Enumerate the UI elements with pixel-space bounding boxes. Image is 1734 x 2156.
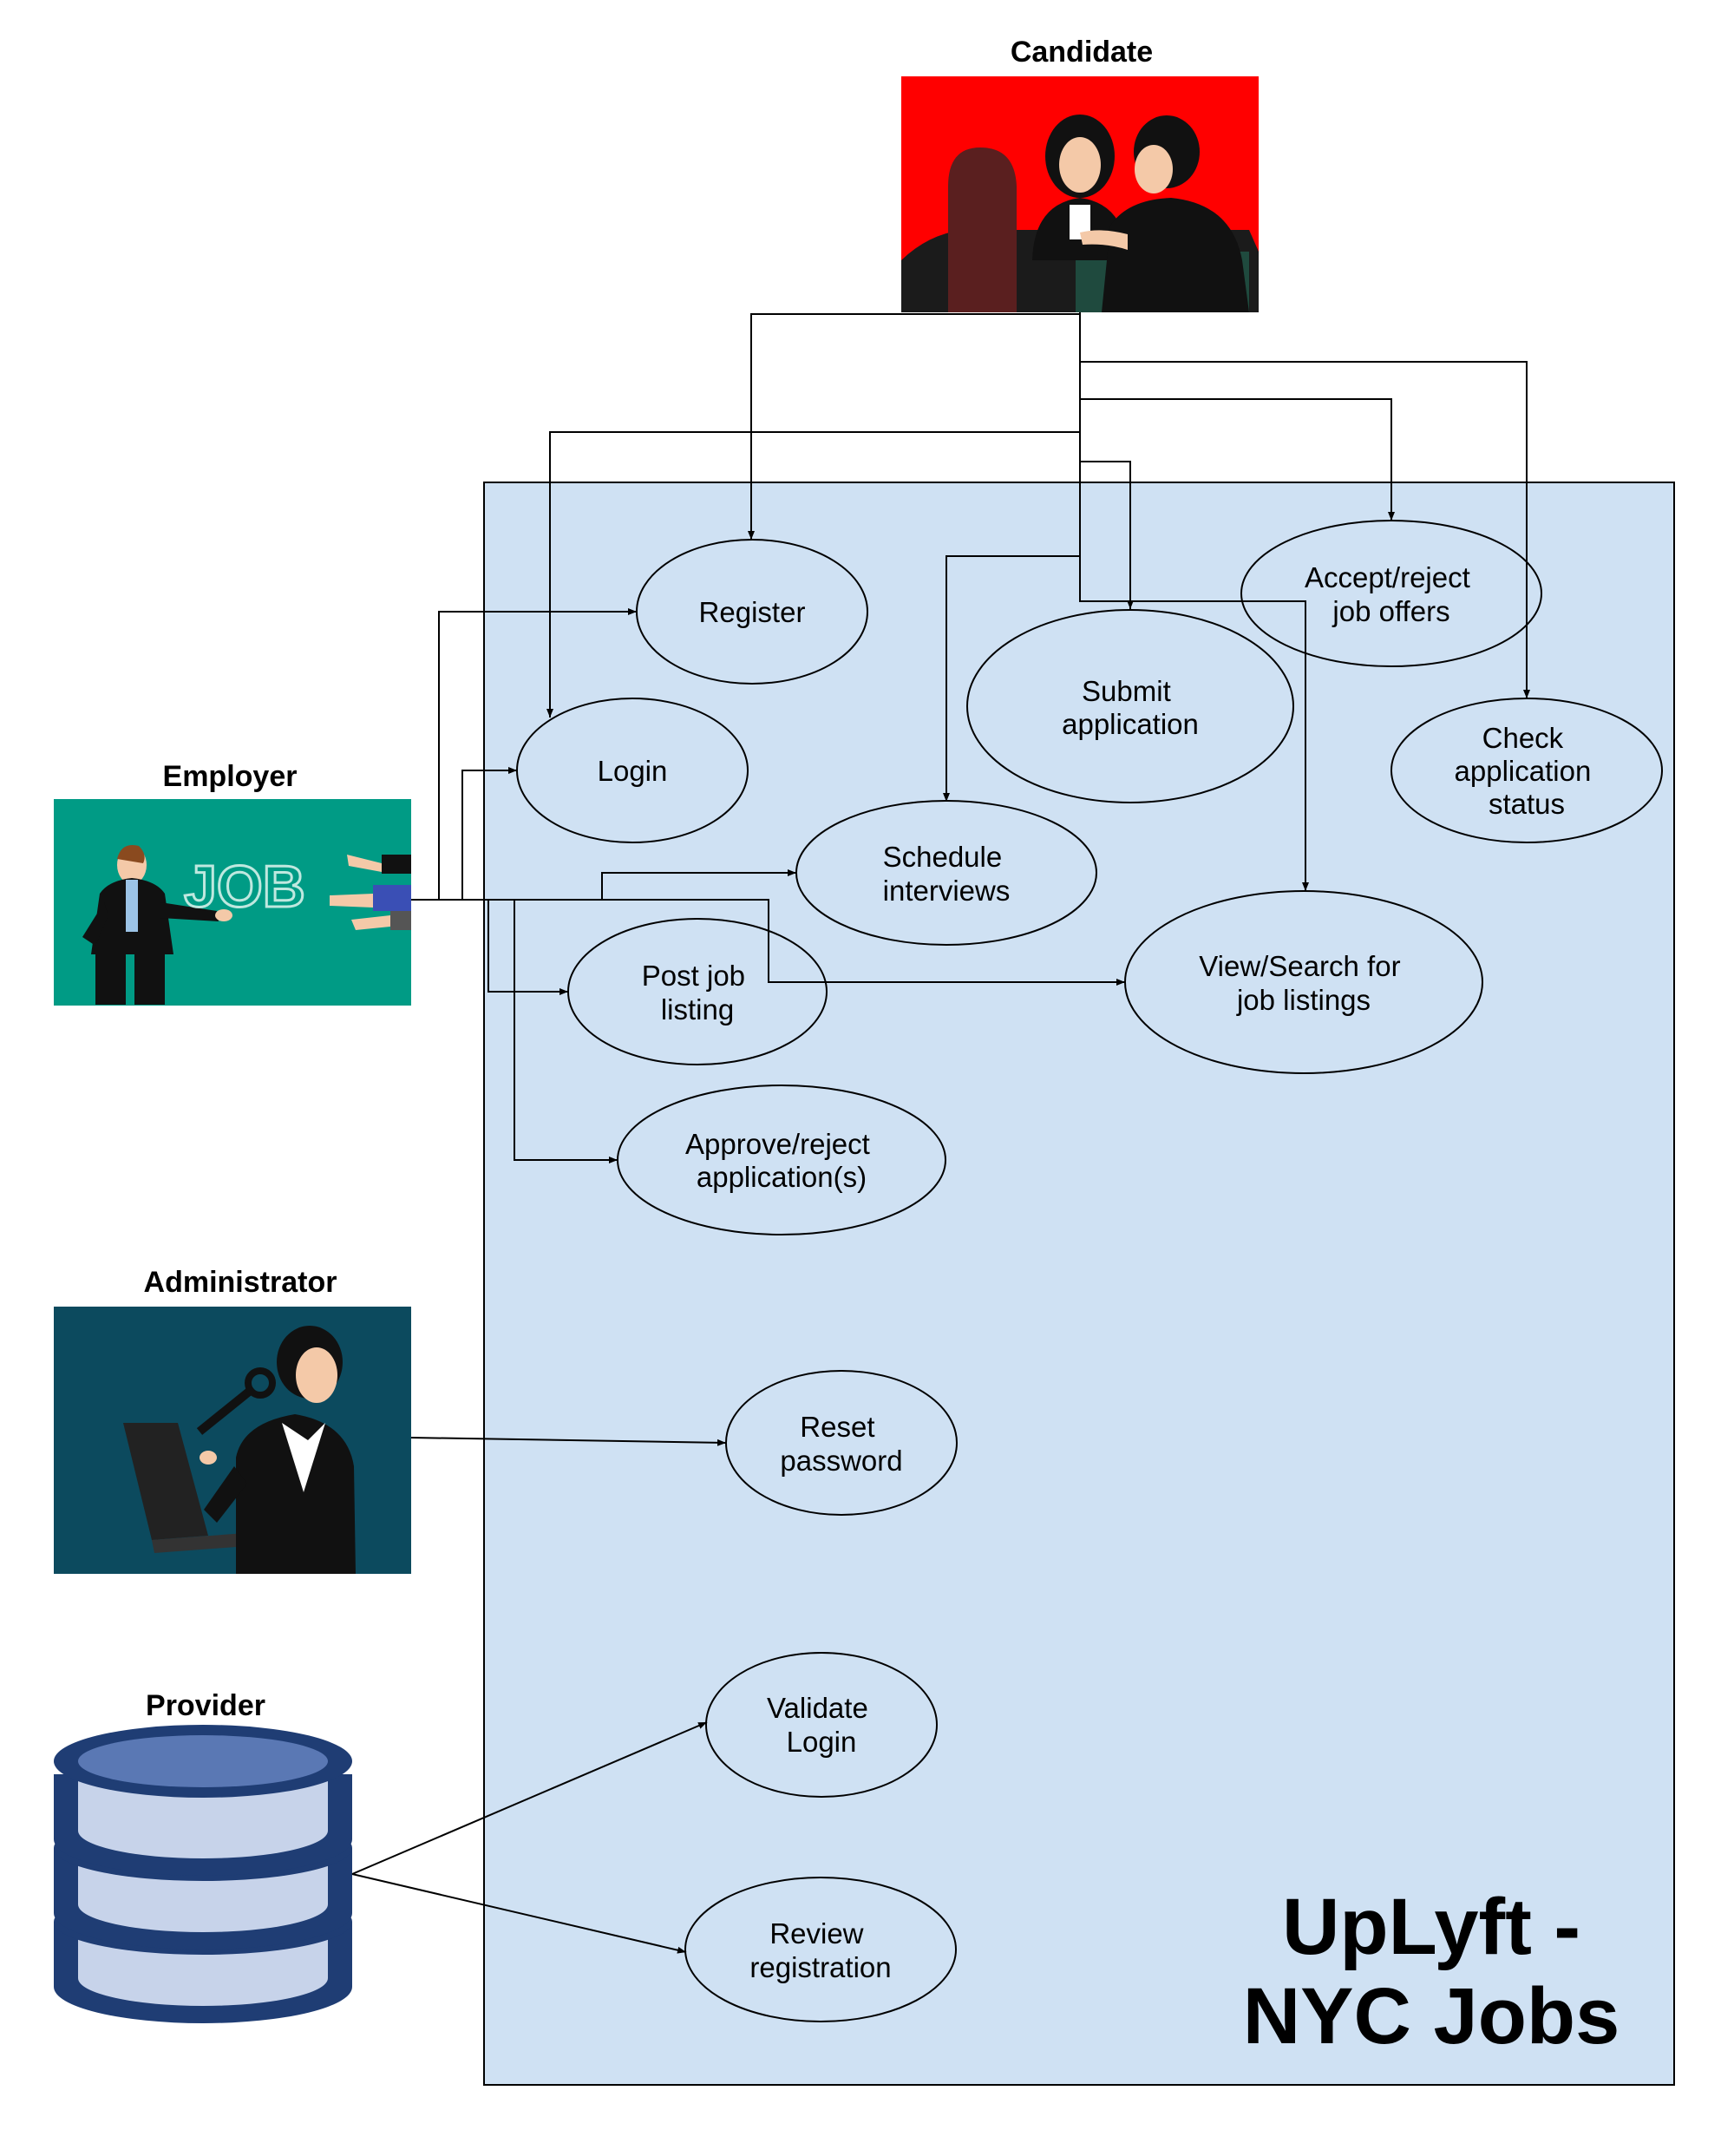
use-case-label: Login <box>787 1726 857 1758</box>
actor-employer-label: Employer <box>163 760 298 793</box>
use-case-register[interactable]: Register <box>636 539 868 685</box>
use-case-post-job-listing[interactable]: Post job listing <box>567 918 828 1065</box>
svg-text:Review registration: Review registration <box>749 1917 891 1983</box>
assoc-employer-approve <box>411 899 618 1163</box>
actor-administrator[interactable]: Administrator <box>54 1266 411 1574</box>
use-case-label: interviews <box>883 875 1011 907</box>
use-case-label: Validate <box>767 1692 868 1724</box>
use-case-login[interactable]: Login <box>516 698 749 843</box>
use-case-view-search-listings[interactable]: View/Search for job listings <box>1124 890 1483 1074</box>
svg-text:Accept/reject job offers: Accept/reject job offers <box>1305 561 1478 627</box>
use-case-approve-reject-applications[interactable]: Approve/reject application(s) <box>617 1085 946 1235</box>
use-case-label: Login <box>598 755 668 787</box>
assoc-provider-review <box>351 1873 687 1954</box>
assoc-employer-view <box>411 899 1125 986</box>
svg-text:Submit application: Submit application <box>1062 675 1199 740</box>
svg-text:Login: Login <box>598 755 668 787</box>
use-case-label: application <box>1455 755 1592 787</box>
use-case-check-status[interactable]: Check application status <box>1390 698 1663 843</box>
use-case-label: Schedule <box>883 841 1003 873</box>
use-case-label: status <box>1489 788 1565 820</box>
svg-text:Register: Register <box>699 596 806 628</box>
use-case-schedule-interviews[interactable]: Schedule interviews <box>795 800 1097 946</box>
svg-text:Check application: Check application status <box>1455 722 1600 820</box>
use-case-label: Post job <box>642 960 745 992</box>
actor-provider[interactable]: Provider <box>54 1689 352 2023</box>
use-case-label: Register <box>699 596 806 628</box>
actor-candidate[interactable]: Candidate <box>901 36 1259 312</box>
svg-text:Validate Login: Validate Login <box>767 1692 876 1758</box>
use-case-label: Approve/reject <box>685 1128 870 1160</box>
actor-employer[interactable]: Employer JOB <box>54 760 411 1006</box>
use-case-label: View/Search for <box>1199 950 1400 982</box>
actor-administrator-label: Administrator <box>144 1266 337 1299</box>
assoc-administrator-reset <box>410 1437 727 1446</box>
system-title-line2: NYC Jobs <box>1243 1972 1620 2061</box>
use-case-label: password <box>780 1445 902 1477</box>
assoc-provider-validate <box>351 1721 708 1875</box>
admin-with-key-icon <box>54 1307 411 1574</box>
database-icon <box>54 1725 352 2023</box>
use-case-accept-reject-offers[interactable]: Accept/reject job offers <box>1240 520 1542 667</box>
system-title-line1: UpLyft - <box>1282 1883 1580 1971</box>
job-presenter-icon: JOB <box>54 799 411 1006</box>
use-case-label: job offers <box>1332 595 1449 627</box>
system-boundary <box>483 482 1675 2086</box>
actor-provider-label: Provider <box>146 1689 265 1722</box>
svg-text:View/Search for job list: View/Search for job listings <box>1199 950 1409 1016</box>
use-case-reset-password[interactable]: Reset password <box>725 1370 958 1516</box>
use-case-label: job listings <box>1236 984 1371 1016</box>
use-case-review-registration[interactable]: Review registration <box>684 1877 957 2022</box>
use-case-label: listing <box>661 993 734 1026</box>
use-case-validate-login[interactable]: Validate Login <box>705 1652 938 1798</box>
use-case-label: registration <box>749 1951 891 1983</box>
job-art-text: JOB <box>184 854 305 920</box>
associations <box>351 312 1530 1954</box>
use-case-label: Review <box>769 1917 863 1950</box>
svg-text:Post job listing: Post job listing <box>642 960 753 1026</box>
use-case-label: application(s) <box>697 1161 867 1193</box>
use-case-submit-application[interactable]: Submit application <box>966 609 1294 803</box>
actor-candidate-label: Candidate <box>1011 36 1153 69</box>
use-case-label: Accept/reject <box>1305 561 1470 593</box>
use-case-label: Check <box>1482 722 1564 754</box>
interview-people-icon <box>901 76 1259 312</box>
use-case-label: application <box>1062 708 1199 740</box>
assoc-candidate-view <box>1079 312 1309 891</box>
svg-text:Reset password: Reset password <box>780 1411 902 1477</box>
use-case-label: Submit <box>1082 675 1171 707</box>
svg-text:Approve/reject applicati: Approve/reject application(s) <box>685 1128 878 1193</box>
svg-text:Schedule interviews: Schedule interviews <box>883 841 1011 907</box>
use-case-label: Reset <box>800 1411 874 1443</box>
